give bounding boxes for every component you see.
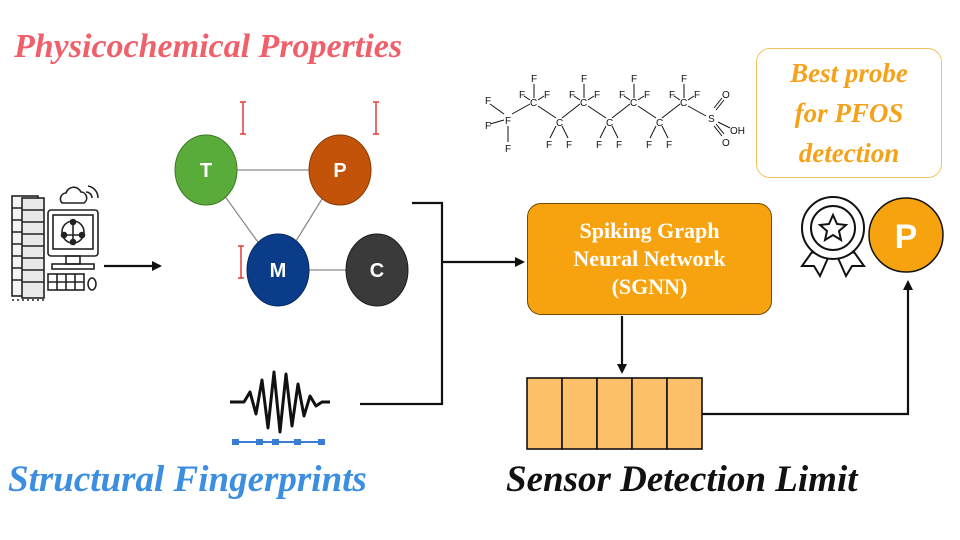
atom-f: F [616, 140, 622, 151]
physicochemical-properties-title: Physicochemical Properties [14, 28, 403, 65]
output-cell [526, 377, 563, 450]
atom-f: F [681, 74, 687, 85]
selection-markers [238, 101, 379, 279]
atom-c: C [606, 118, 613, 129]
atom-c: C [630, 98, 637, 109]
pfos-molecule: F F F F C F F F C F F C F F F C F F C F … [485, 74, 745, 155]
cells-to-output-arrow [702, 280, 913, 416]
atom-oh: OH [730, 126, 745, 137]
graph-node-m: M [246, 233, 310, 307]
atom-f: F [669, 90, 675, 101]
output-node-label: P [895, 218, 918, 256]
best-probe-line-3: detection [798, 138, 900, 168]
sgnn-line-2: Neural Network [573, 246, 726, 271]
atom-f: F [519, 90, 525, 101]
output-cell [596, 377, 633, 450]
waveform-icon [230, 370, 330, 445]
atom-o: O [722, 90, 730, 101]
atom-c: C [580, 98, 587, 109]
atom-f: F [485, 96, 491, 107]
sgnn-line-3: (SGNN) [611, 274, 688, 299]
atom-f: F [646, 140, 652, 151]
atom-f: F [594, 90, 600, 101]
node-label-p: P [333, 160, 346, 182]
atom-f: F [666, 140, 672, 151]
output-cells [526, 377, 703, 450]
atom-f: F [544, 90, 550, 101]
atom-f: F [566, 140, 572, 151]
atom-o: O [722, 138, 730, 149]
graph-node-c: C [345, 233, 409, 307]
merge-connector [360, 201, 525, 406]
best-probe-line-2: for PFOS [794, 98, 904, 128]
node-label-c: C [370, 260, 384, 282]
atom-f: F [546, 140, 552, 151]
atom-f: F [644, 90, 650, 101]
atom-f: F [505, 116, 511, 127]
atom-f: F [531, 74, 537, 85]
atom-s: S [708, 114, 715, 125]
atom-f: F [505, 144, 511, 155]
node-label-m: M [270, 260, 287, 282]
atom-f: F [619, 90, 625, 101]
output-node-p: P [868, 197, 944, 273]
atom-f: F [694, 90, 700, 101]
structural-fingerprints-title: Structural Fingerprints [8, 459, 367, 500]
atom-c: C [656, 118, 663, 129]
sgnn-box: Spiking Graph Neural Network (SGNN) [527, 203, 772, 315]
server-computer-icon [11, 185, 99, 301]
sensor-detection-limit-title: Sensor Detection Limit [506, 459, 858, 500]
output-cell [631, 377, 668, 450]
best-probe-box: Best probe for PFOS detection [756, 48, 942, 178]
atom-f: F [631, 74, 637, 85]
atom-c: C [530, 98, 537, 109]
atom-f: F [485, 121, 491, 132]
sgnn-line-1: Spiking Graph [579, 218, 720, 243]
best-probe-line-1: Best probe [790, 58, 908, 88]
atom-f: F [596, 140, 602, 151]
atom-f: F [569, 90, 575, 101]
output-cell [666, 377, 703, 450]
atom-c: C [680, 98, 687, 109]
node-label-t: T [200, 160, 212, 182]
graph-node-t: T [174, 134, 238, 206]
award-medal-icon [800, 196, 866, 279]
atom-c: C [556, 118, 563, 129]
graph-node-p: P [308, 134, 372, 206]
output-cell [561, 377, 598, 450]
atom-f: F [581, 74, 587, 85]
